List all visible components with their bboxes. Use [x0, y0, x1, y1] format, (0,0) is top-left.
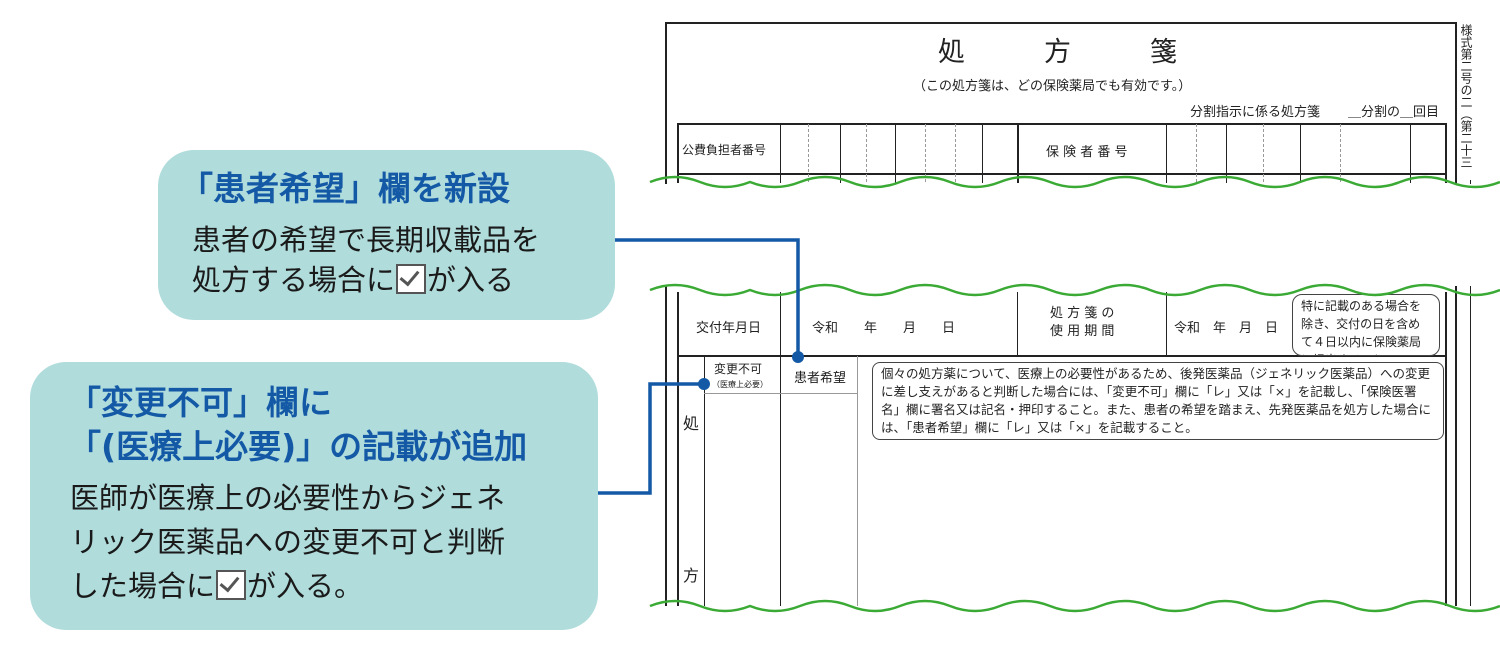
connector-dot-1: [792, 351, 804, 363]
rx-char-1: 処: [683, 414, 700, 433]
valid-period-value: 令和 年 月 日: [1174, 321, 1279, 336]
wave-middle: [649, 283, 1500, 297]
connector-no-change: [598, 382, 704, 495]
callout-2-body-3b: が入る。: [247, 569, 364, 603]
checkbox-checked-icon: [216, 570, 247, 600]
rx-char-2: 方: [683, 566, 700, 585]
callout-2-title-1: 「変更不可」欄に: [68, 383, 332, 422]
form-title-1: 処: [938, 37, 965, 68]
issue-date-label: 交付年月日: [696, 321, 762, 336]
callout-1-body-2a: 処方する場合に: [192, 263, 396, 297]
callout-1-body-1: 患者の希望で長期収載品を: [192, 223, 541, 257]
checkbox-checked-icon: [396, 264, 427, 294]
form-title-2: 方: [1044, 37, 1071, 68]
insurer-no-label: 保 険 者 番 号: [1046, 145, 1128, 160]
wave-bottom: [649, 599, 1500, 613]
callout-2-title-2: 「(医療上必要)」の記載が追加: [68, 427, 528, 466]
split-count: ＿分割の＿回目: [1348, 105, 1440, 120]
cut-bottom: [650, 606, 1500, 655]
patient-wish-label: 患者希望: [794, 371, 847, 386]
instruction-note: 個々の処方薬について、医療上の必要性があるため、後発医薬品（ジェネリック医薬品）…: [872, 362, 1444, 440]
form-title-3: 箋: [1150, 37, 1177, 68]
connector-patient-wish: [615, 238, 800, 357]
valid-period-note: 特に記載のある場合を除き、交付の日を含めて４日以内に保険薬局に提出すること。: [1292, 294, 1440, 356]
issue-date-value: 令和 年 月 日: [812, 321, 956, 336]
callout-2-body-3: した場合にが入る。: [70, 566, 363, 606]
cut-gap: [650, 184, 1500, 286]
callout-1-body-2: 処方する場合にが入る: [192, 260, 514, 300]
callout-no-change: 「変更不可」欄に 「(医療上必要)」の記載が追加 医師が医療上の必要性からジェネ…: [30, 362, 598, 630]
no-change-sub: （医療上必要）: [712, 380, 768, 389]
form-subtitle: （この処方箋は、どの保険薬局でも有効です。）: [913, 79, 1192, 94]
callout-1-title: 「患者希望」欄を新設: [180, 169, 510, 208]
wave-top: [649, 175, 1500, 189]
valid-period-label: 処 方 箋 の 使 用 期 間: [1050, 306, 1115, 339]
callout-patient-wish: 「患者希望」欄を新設 患者の希望で長期収載品を 処方する場合にが入る: [158, 150, 615, 320]
connector-dot-2: [698, 378, 710, 390]
public-payer-no-label: 公費負担者番号: [682, 143, 767, 157]
no-change-label: 変更不可: [714, 362, 763, 376]
callout-2-body-3a: した場合に: [70, 569, 216, 603]
callout-2-body-2: リック医薬品への変更不可と判断: [70, 525, 506, 559]
split-label: 分割指示に係る処方箋: [1190, 105, 1321, 120]
side-label: 様式第二号の二（第二十三: [1460, 24, 1473, 168]
callout-1-body-2b: が入る: [427, 263, 515, 297]
callout-2-body-1: 医師が医療上の必要性からジェネ: [70, 481, 506, 515]
